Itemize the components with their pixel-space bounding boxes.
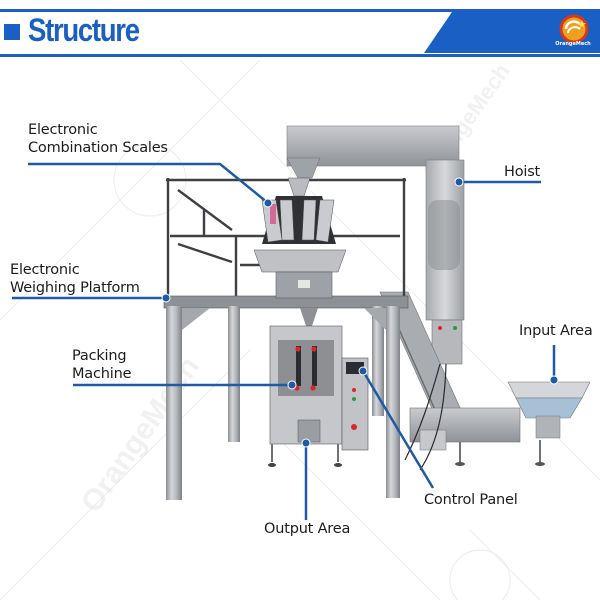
platform-leg	[228, 306, 240, 442]
header-blue-band	[424, 12, 600, 53]
label-line: Hoist	[504, 164, 541, 180]
hoist-discharge-chute	[286, 157, 321, 179]
label-line: Electronic	[10, 262, 80, 278]
callout-dot-weighing-platform	[161, 293, 171, 303]
callout-dot-hoist	[454, 177, 464, 187]
platform-leg	[386, 306, 400, 498]
platform-leg	[372, 306, 384, 416]
label-input-area: Input Area	[519, 322, 593, 340]
label-output-area: Output Area	[264, 520, 350, 538]
label-line: Output Area	[264, 521, 351, 537]
callout-line-control-panel	[361, 370, 435, 489]
label-line: Combination Scales	[28, 140, 168, 156]
header-banner	[424, 12, 600, 53]
label-electronic-weighing-platform: Electronic Weighing Platform	[10, 261, 140, 297]
callout-line-combination-scales	[28, 162, 269, 204]
label-line: Packing	[72, 348, 127, 364]
packing-machine-body	[268, 308, 369, 467]
label-control-panel: Control Panel	[424, 491, 518, 509]
callout-dot-output-area	[301, 438, 311, 448]
discharge-chute	[297, 419, 321, 443]
callout-dot-combination-scales	[263, 198, 273, 208]
brand-logo-text: OrangeMech	[555, 41, 591, 47]
label-hoist: Hoist	[504, 163, 540, 181]
callout-lines	[12, 162, 556, 520]
callout-dot-packing-machine	[287, 380, 297, 390]
input-hopper	[507, 381, 591, 439]
header-bullet-icon	[4, 24, 20, 40]
label-electronic-combination-scales: Electronic Combination Scales	[28, 121, 168, 157]
header-top-rule	[0, 9, 600, 12]
hoist-column-panel	[428, 200, 460, 270]
callout-dots	[161, 177, 559, 448]
label-line: Control Panel	[424, 492, 518, 508]
label-line: Electronic	[28, 122, 98, 138]
label-line: Input Area	[519, 323, 593, 339]
hoist-assembly	[286, 125, 545, 471]
brand-logo-icon	[559, 14, 589, 44]
page-title: Structure	[28, 12, 140, 48]
callout-dot-input-area	[549, 375, 559, 385]
callout-dot-control-panel	[358, 366, 368, 376]
label-packing-machine: Packing Machine	[72, 347, 132, 383]
combination-scale	[253, 177, 347, 299]
platform-leg	[166, 306, 182, 500]
label-line: Weighing Platform	[10, 280, 140, 296]
label-line: Machine	[72, 366, 132, 382]
header-bottom-rule	[0, 54, 600, 57]
